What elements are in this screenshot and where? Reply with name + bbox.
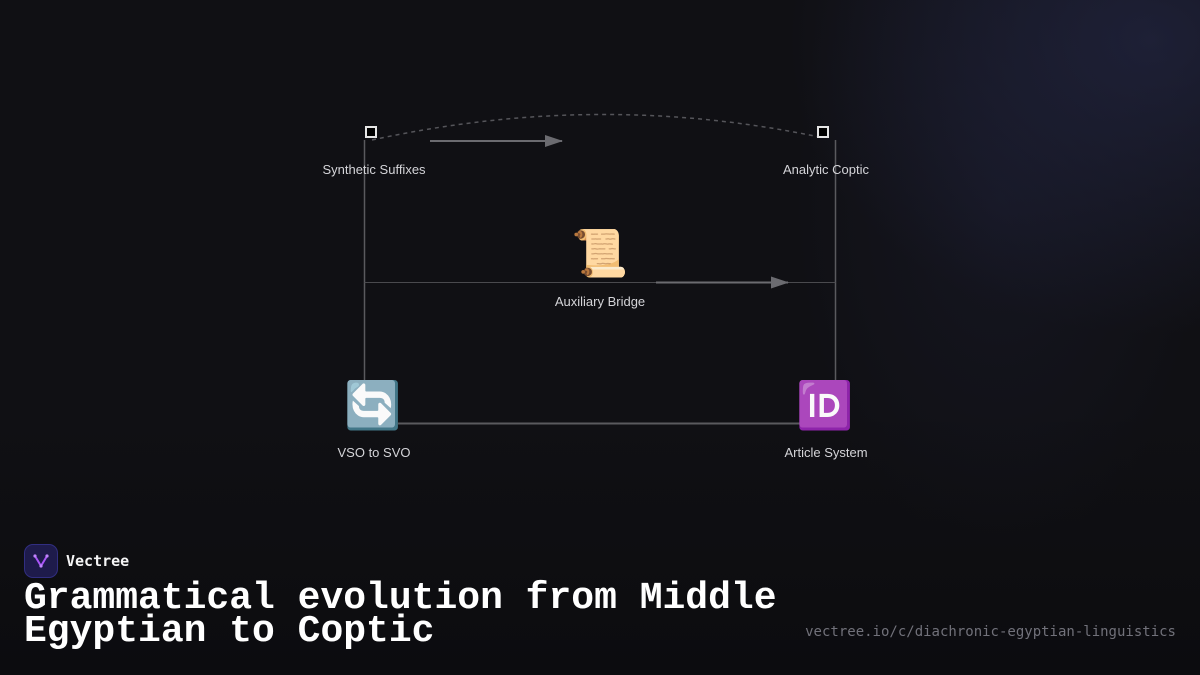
course-url[interactable]: vectree.io/c/diachronic-egyptian-linguis… <box>805 624 1176 640</box>
edge-synthetic-analytic-dashed <box>371 113 825 141</box>
counterclockwise-arrows-icon: 🔄 <box>344 379 402 431</box>
id-button-icon: 🆔 <box>796 379 854 431</box>
node-label-vso-to-svo: VSO to SVO <box>337 445 411 460</box>
brand[interactable]: Vectree <box>24 544 129 578</box>
scroll-icon: 📜 <box>571 227 629 279</box>
vectree-logo-icon <box>24 544 58 578</box>
brand-name: Vectree <box>66 552 130 570</box>
node-label-article-system: Article System <box>784 445 868 460</box>
analytic-coptic-marker <box>817 126 829 138</box>
synthetic-suffixes-marker <box>365 126 377 138</box>
node-label-analytic-coptic: Analytic Coptic <box>783 162 869 177</box>
node-label-synthetic-suffixes: Synthetic Suffixes <box>322 162 426 177</box>
page-title: Grammatical evolution from Middle Egypti… <box>24 577 777 653</box>
node-label-auxiliary-bridge: Auxiliary Bridge <box>554 294 646 309</box>
